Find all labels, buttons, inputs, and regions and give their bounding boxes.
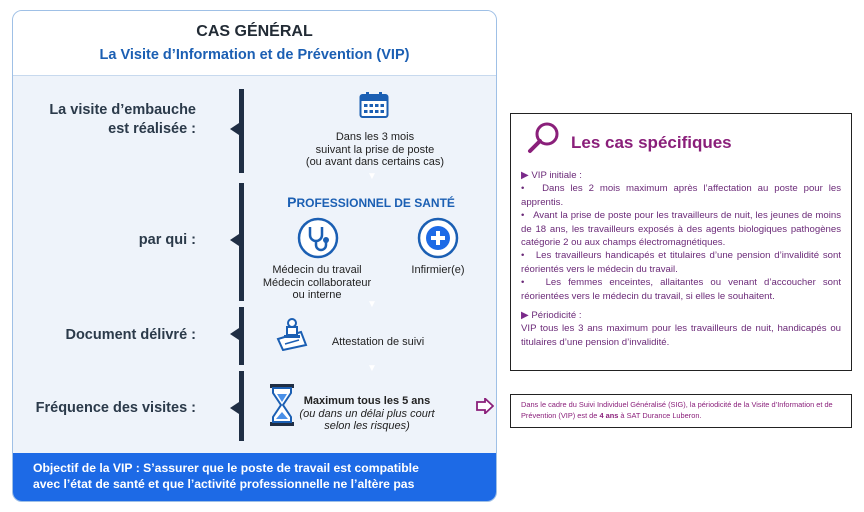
row-label-embauche: La visite d’embauche est réalisée : (49, 102, 196, 137)
periodicity-heading: ▶ Périodicité : (521, 310, 582, 322)
objective-banner: Objectif de la VIP : S’assurer que le po… (13, 453, 496, 501)
list-item: • Les travailleurs handicapés et titulai… (521, 250, 841, 275)
stethoscope-icon (297, 217, 339, 259)
card-header: CAS GÉNÉRAL La Visite d’Information et d… (13, 11, 496, 76)
chevron-down-icon: ▼ (367, 299, 377, 310)
general-case-card: CAS GÉNÉRAL La Visite d’Information et d… (12, 10, 497, 502)
timeline-pointer (230, 123, 239, 135)
card-subtitle: La Visite d’Information et de Prévention… (99, 47, 410, 63)
list-item: • Avant la prise de poste pour les trava… (521, 210, 841, 249)
hourglass-icon (270, 384, 294, 426)
chevron-down-icon: ▼ (367, 171, 377, 182)
sig-note-text: Dans le cadre du Suivi Individuel Généra… (521, 400, 833, 420)
row-label-frequence: Fréquence des visites : (35, 400, 196, 416)
timeline-pointer (230, 328, 239, 340)
timeline-pointer (230, 234, 239, 246)
row-label-document: Document délivré : (65, 327, 196, 343)
timeline-segment (239, 89, 244, 173)
list-item: • Les femmes enceintes, allaitantes ou v… (521, 277, 841, 302)
embauche-delay-text: Dans les 3 mois suivant la prise de post… (305, 131, 445, 168)
infirmier-text: Infirmier(e) (411, 264, 465, 276)
list-item: • Dans les 2 mois maximum après l’affect… (521, 183, 841, 208)
timeline-pointer (230, 402, 239, 414)
card-title: CAS GÉNÉRAL (196, 23, 313, 40)
frequence-text: Maximum tous les 5 ans (ou dans un délai… (299, 395, 435, 432)
triangle-bullet-icon: ▶ (521, 170, 529, 181)
vip-initial-heading: ▶ VIP initiale : (521, 170, 582, 181)
calendar-icon (359, 92, 389, 118)
professional-heading: PROFESSIONNEL DE SANTÉ (287, 194, 455, 210)
timeline-segment (239, 371, 244, 441)
document-text: Attestation de suivi (331, 336, 425, 348)
specific-cases-body: ▶ VIP initiale : • Dans les 2 mois maxim… (521, 169, 841, 349)
arrow-right-icon (476, 398, 494, 414)
triangle-bullet-icon: ▶ (521, 310, 529, 322)
row-label-par-qui: par qui : (138, 232, 196, 248)
stamp-icon (276, 318, 308, 351)
specific-cases-box: Les cas spécifiques ▶ VIP initiale : • D… (510, 113, 852, 371)
medecin-text: Médecin du travail Médecin collaborateur… (262, 264, 372, 301)
timeline-segment (239, 183, 244, 301)
timeline-segment (239, 307, 244, 365)
sig-note-box: Dans le cadre du Suivi Individuel Généra… (510, 394, 852, 428)
magnifier-icon (528, 122, 559, 153)
specific-cases-title: Les cas spécifiques (571, 133, 732, 152)
medical-cross-icon (417, 217, 459, 259)
periodicity-text: VIP tous les 3 ans maximum pour les trav… (521, 323, 841, 348)
chevron-down-icon: ▼ (367, 363, 377, 374)
